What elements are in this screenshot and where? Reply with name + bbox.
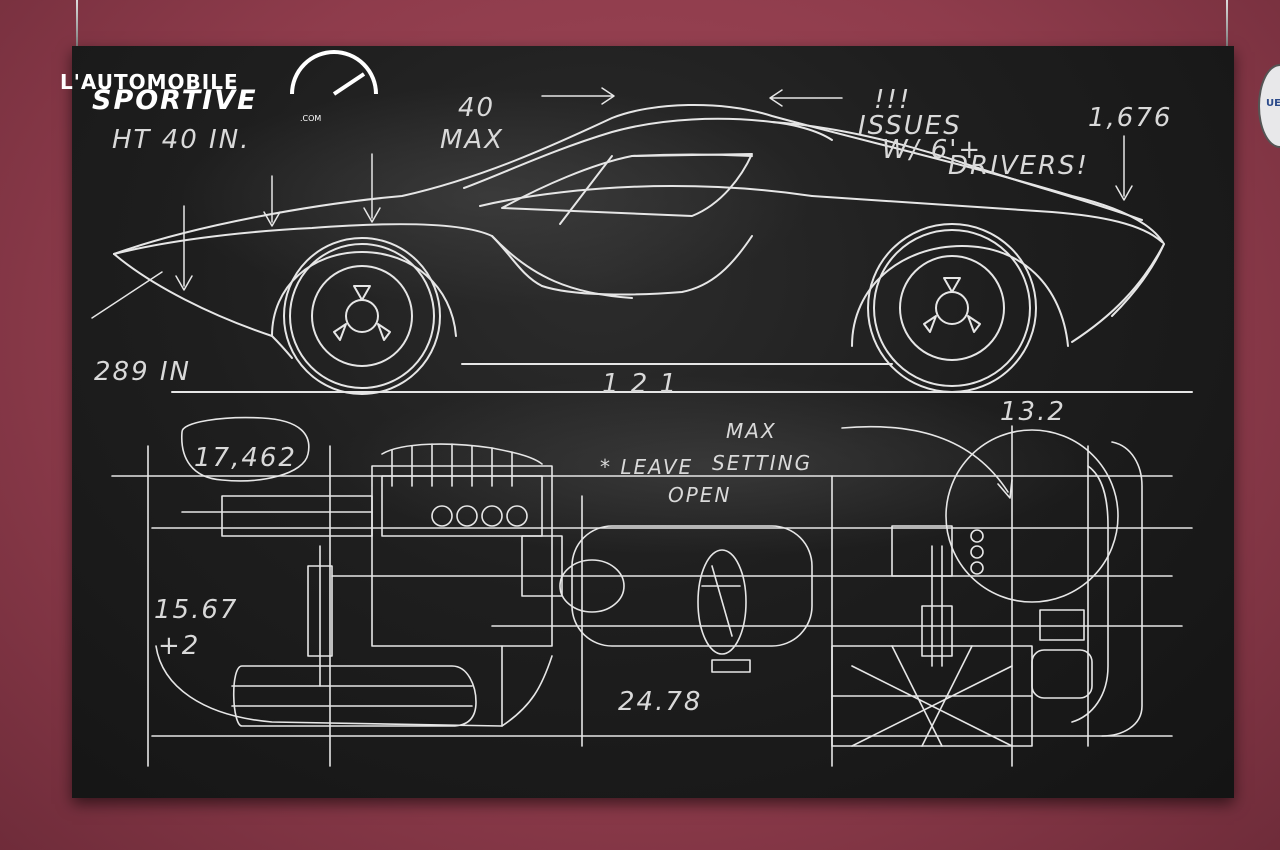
annotation-issues-2: ISSUES [858, 111, 962, 141]
hanging-wire-left [76, 0, 78, 50]
annotation-max-label: MAX [440, 125, 504, 155]
site-logo[interactable]: L'AUTOMOBILE SPORTIVE .COM [60, 44, 378, 124]
annotation-max-setting-1: MAX [726, 419, 777, 443]
annotation-left-dim-1: 15.67 [154, 595, 238, 625]
logo-line-3: .COM [300, 114, 322, 123]
chalkboard: HT 40 IN. 40 MAX !!! ISSUES W/ 6'+ DRIVE… [72, 46, 1234, 798]
chalk-smudge [332, 376, 1092, 556]
blueprint-drawing: HT 40 IN. 40 MAX !!! ISSUES W/ 6'+ DRIVE… [91, 85, 1193, 767]
speedometer-icon [290, 50, 378, 96]
chassis-plan-view [111, 416, 1193, 767]
annotation-circled: 17,462 [194, 443, 297, 473]
annotation-height: HT 40 IN. [112, 125, 250, 155]
annotation-rear-dim: 1,676 [1088, 103, 1172, 133]
annotation-issues-1: !!! [874, 85, 911, 115]
logo-line-1: L'AUTOMOBILE [60, 70, 239, 94]
annotation-max-setting-2: SETTING [712, 451, 812, 475]
annotation-left-dim-2: +2 [158, 631, 200, 661]
annotation-issues-4: DRIVERS! [948, 151, 1089, 181]
annotation-max-top: 40 [458, 93, 495, 123]
annotation-bottom-dim: 24.78 [618, 687, 702, 717]
logo-line-2: SPORTIVE [92, 85, 258, 116]
car-side-view [91, 87, 1193, 395]
annotation-top-right: 13.2 [1000, 397, 1066, 427]
annotation-open: OPEN [668, 483, 731, 507]
hanging-wire-right [1226, 0, 1228, 50]
badge-text: UE [1266, 98, 1280, 109]
museum-badge: UE [1258, 64, 1280, 148]
annotation-base-mark: 1 2 1 [602, 369, 678, 399]
annotation-leave: * LEAVE [600, 455, 693, 479]
annotation-front-dim: 289 IN [94, 357, 191, 387]
annotation-issues-3: W/ 6'+ [882, 135, 982, 165]
